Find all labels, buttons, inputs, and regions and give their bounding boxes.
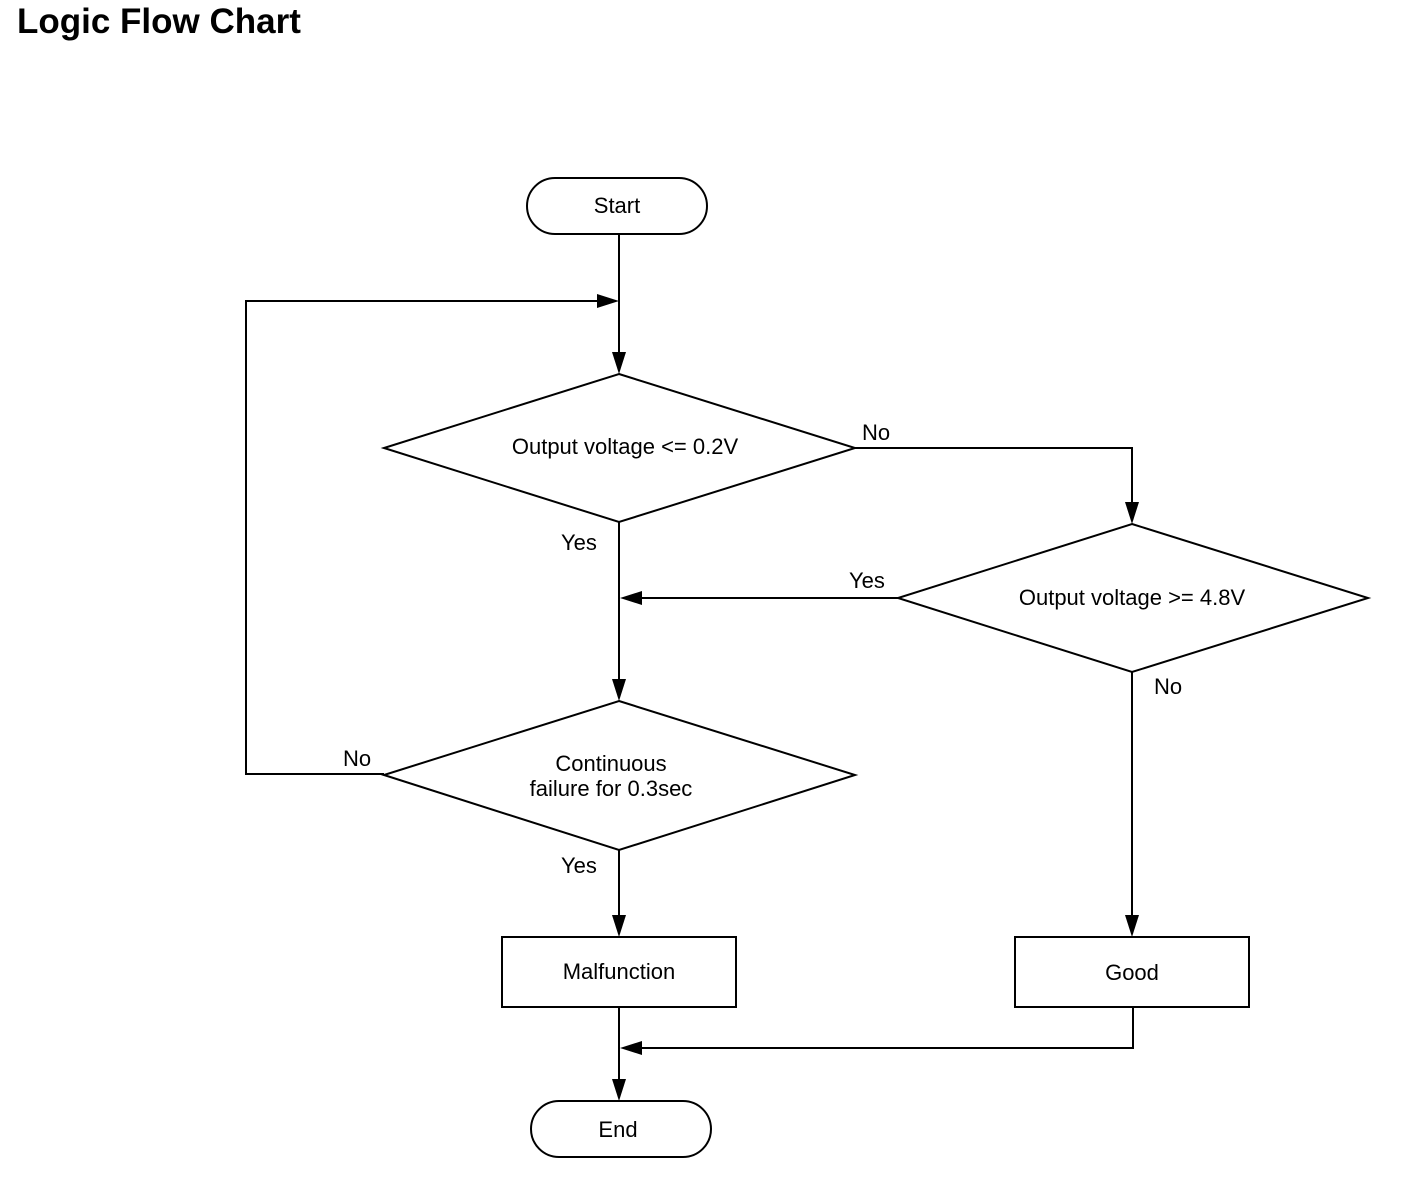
malfunction-box <box>501 936 737 1008</box>
edge-label-high-no: No <box>1154 674 1182 699</box>
arrowhead-down <box>612 915 626 937</box>
decision-continuous-label-line2: failure for 0.3sec <box>530 776 693 801</box>
arrowhead-left <box>620 1041 642 1055</box>
end-terminator <box>530 1100 712 1158</box>
arrowhead-right <box>597 294 619 308</box>
decision-continuous-label-line1: Continuous <box>555 751 666 776</box>
decision-check-low <box>380 372 859 524</box>
arrowhead-down <box>1125 502 1139 524</box>
edge-check-low-no <box>855 447 1133 506</box>
edge-good-to-end <box>638 1008 1134 1049</box>
good-box <box>1014 936 1250 1008</box>
start-terminator <box>526 177 708 235</box>
arrowhead-left <box>620 591 642 605</box>
edge-loop-back <box>245 300 600 775</box>
arrowhead-down <box>612 1079 626 1101</box>
decision-continuous-failure <box>380 699 859 852</box>
end-label: End <box>598 1117 637 1142</box>
start-label: Start <box>594 193 640 218</box>
arrowhead-down <box>612 679 626 701</box>
good-label: Good <box>1105 960 1159 985</box>
edge-label-continuous-yes: Yes <box>561 853 597 878</box>
edge-label-low-no: No <box>862 420 890 445</box>
edge-label-continuous-no: No <box>343 746 371 771</box>
arrowhead-down <box>1125 915 1139 937</box>
decision-check-high-label: Output voltage >= 4.8V <box>1019 585 1246 610</box>
arrowhead-down <box>612 352 626 374</box>
edge-label-low-yes: Yes <box>561 530 597 555</box>
malfunction-label: Malfunction <box>563 959 676 984</box>
edge-label-high-yes: Yes <box>849 568 885 593</box>
decision-check-low-label: Output voltage <= 0.2V <box>512 434 739 459</box>
page-title: Logic Flow Chart <box>17 2 301 41</box>
decision-check-high <box>894 522 1372 674</box>
